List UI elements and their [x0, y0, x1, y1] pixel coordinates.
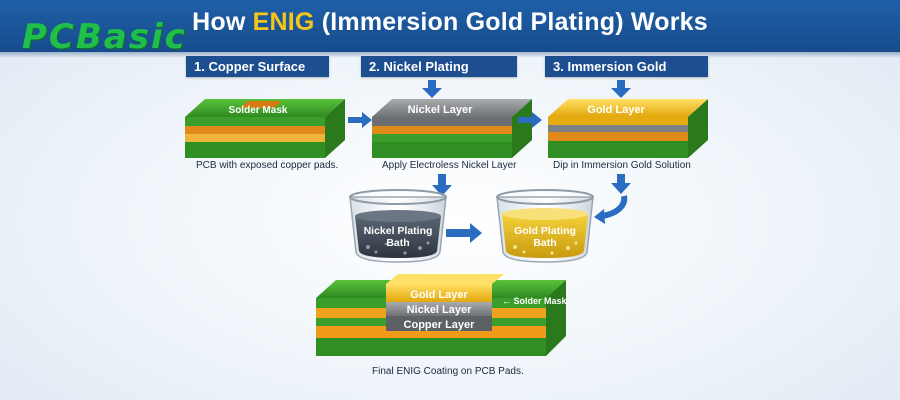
arrow-curve-head: [594, 209, 605, 224]
title-suffix: (Immersion Gold Plating) Works: [314, 8, 708, 36]
solder-mask-label: Solder Mask: [229, 105, 288, 116]
final-caption: Final ENIG Coating on PCB Pads.: [372, 366, 524, 377]
pcb-block-gold: Gold Layer: [548, 99, 708, 158]
pcbasic-logo: PCBasic: [22, 17, 187, 57]
gold-bath-label-line1: Gold Plating: [514, 225, 576, 237]
pcb-block-copper: Solder Mask: [185, 99, 345, 158]
header-band: [0, 0, 900, 58]
final-gold-label: Gold Layer: [410, 289, 468, 301]
nickel-bath-label-line2: Bath: [386, 237, 409, 249]
gold-bath-label-line2: Bath: [533, 237, 556, 249]
arrow-into-gold-block: [611, 80, 631, 98]
final-enig-block: Gold Layer Nickel Layer Copper Layer ← S…: [316, 274, 568, 356]
arrow-step2-to-step3: [518, 112, 542, 128]
nickel-bath-label-line1: Nickel Plating: [364, 225, 433, 237]
gold-layer-label: Gold Layer: [587, 104, 645, 116]
final-solder-mask-label: ← Solder Mask: [502, 296, 568, 306]
step-1-caption: PCB with exposed copper pads.: [196, 160, 339, 171]
final-nickel-label: Nickel Layer: [407, 304, 473, 316]
arrow-down-to-gold-bath: [611, 174, 631, 194]
step-2-header: 2. Nickel Plating: [361, 56, 517, 77]
step-3-header: 3. Immersion Gold: [545, 56, 708, 77]
gold-bath-beaker: Gold Plating Bath: [496, 189, 594, 263]
arrow-nickel-to-gold-bath: [446, 223, 482, 243]
arrow-curve-to-gold-bath: [601, 195, 628, 219]
nickel-layer-label: Nickel Layer: [408, 104, 474, 116]
title-prefix: How: [192, 8, 253, 36]
arrow-step1-to-step2: [348, 112, 372, 128]
arrow-down-to-nickel-bath: [432, 174, 452, 196]
nickel-bath-beaker: Nickel Plating Bath: [349, 189, 447, 263]
pcb-block-nickel: Nickel Layer: [372, 99, 532, 158]
step-1-header: 1. Copper Surface: [186, 56, 329, 77]
final-copper-label: Copper Layer: [404, 319, 476, 331]
arrow-into-nickel-block: [422, 80, 442, 98]
page-title: How ENIG (Immersion Gold Plating) Works: [0, 8, 900, 37]
title-accent: ENIG: [252, 8, 315, 36]
process-arrows: [348, 80, 631, 243]
step-2-caption: Apply Electroless Nickel Layer: [382, 160, 517, 171]
step-3-caption: Dip in Immersion Gold Solution: [553, 160, 691, 171]
